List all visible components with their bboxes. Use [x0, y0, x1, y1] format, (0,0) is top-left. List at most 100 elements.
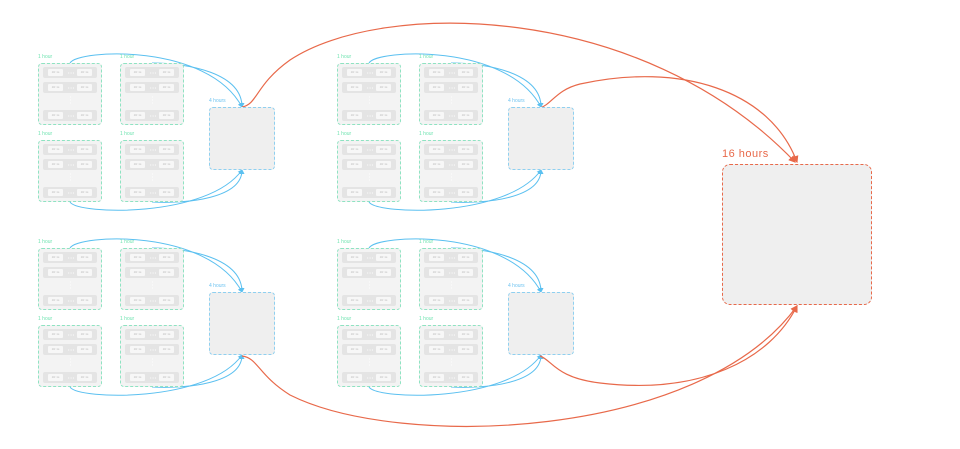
chip: 1R 1s	[48, 346, 63, 353]
ellipsis: •••	[150, 375, 158, 380]
unit-label: 1 hour	[419, 316, 434, 322]
unit-row: 1R 1s•••1R 1s	[43, 252, 97, 263]
chip: 1R 1s	[458, 269, 473, 276]
ellipsis: •••	[68, 70, 76, 75]
unit-row: 1R 1s•••1R 1s	[424, 372, 478, 383]
ellipsis: •••	[449, 375, 457, 380]
aggregate-box	[508, 107, 574, 170]
vertical-ellipsis: • • •	[69, 279, 72, 290]
chip: 1R 1s	[458, 331, 473, 338]
chip: 1R 1s	[347, 69, 362, 76]
ellipsis: •••	[68, 255, 76, 260]
ellipsis: •••	[367, 147, 375, 152]
vertical-ellipsis: • • •	[450, 171, 453, 182]
chip: 1R 1s	[77, 84, 92, 91]
unit-row: 1R 1s•••1R 1s	[342, 267, 396, 278]
chip: 1R 1s	[48, 112, 63, 119]
unit-row: 1R 1s•••1R 1s	[43, 82, 97, 93]
aggregate-box	[508, 292, 574, 355]
unit-row: 1R 1s•••1R 1s	[43, 67, 97, 78]
unit-row: 1R 1s•••1R 1s	[125, 110, 179, 121]
chip: 1R 1s	[376, 84, 391, 91]
unit-row: 1R 1s•••1R 1s	[125, 144, 179, 155]
ellipsis: •••	[449, 255, 457, 260]
unit-row: 1R 1s•••1R 1s	[342, 344, 396, 355]
ellipsis: •••	[367, 113, 375, 118]
unit-row: 1R 1s•••1R 1s	[424, 67, 478, 78]
chip: 1R 1s	[130, 69, 145, 76]
unit-label: 1 hour	[120, 316, 135, 322]
ellipsis: •••	[367, 255, 375, 260]
ellipsis: •••	[449, 147, 457, 152]
chip: 1R 1s	[130, 161, 145, 168]
chip: 1R 1s	[77, 161, 92, 168]
ellipsis: •••	[68, 332, 76, 337]
chip: 1R 1s	[376, 161, 391, 168]
chip: 1R 1s	[458, 84, 473, 91]
aggregate-box	[209, 292, 275, 355]
unit-label: 1 hour	[38, 316, 53, 322]
ellipsis: •••	[367, 70, 375, 75]
ellipsis: •••	[150, 70, 158, 75]
ellipsis: •••	[449, 298, 457, 303]
unit-row: 1R 1s•••1R 1s	[125, 67, 179, 78]
vertical-ellipsis: • • •	[151, 94, 154, 105]
ellipsis: •••	[367, 190, 375, 195]
aggregate-label: 4 hours	[508, 98, 525, 104]
chip: 1R 1s	[77, 346, 92, 353]
unit-row: 1R 1s•••1R 1s	[43, 159, 97, 170]
chip: 1R 1s	[130, 254, 145, 261]
ellipsis: •••	[449, 347, 457, 352]
chip: 1R 1s	[159, 331, 174, 338]
unit-row: 1R 1s•••1R 1s	[424, 329, 478, 340]
chip: 1R 1s	[458, 189, 473, 196]
chip: 1R 1s	[130, 374, 145, 381]
chip: 1R 1s	[130, 331, 145, 338]
unit-row: 1R 1s•••1R 1s	[342, 82, 396, 93]
chip: 1R 1s	[77, 69, 92, 76]
chip: 1R 1s	[159, 346, 174, 353]
chip: 1R 1s	[376, 374, 391, 381]
chip: 1R 1s	[159, 112, 174, 119]
unit-row: 1R 1s•••1R 1s	[125, 187, 179, 198]
chip: 1R 1s	[376, 346, 391, 353]
chip: 1R 1s	[48, 189, 63, 196]
vertical-ellipsis: • • •	[69, 171, 72, 182]
unit-row: 1R 1s•••1R 1s	[424, 295, 478, 306]
chip: 1R 1s	[458, 146, 473, 153]
vertical-ellipsis: • • •	[151, 279, 154, 290]
chip: 1R 1s	[347, 254, 362, 261]
ellipsis: •••	[367, 162, 375, 167]
chip: 1R 1s	[159, 189, 174, 196]
chip: 1R 1s	[429, 374, 444, 381]
ellipsis: •••	[68, 298, 76, 303]
chip: 1R 1s	[429, 69, 444, 76]
ellipsis: •••	[68, 190, 76, 195]
chip: 1R 1s	[458, 161, 473, 168]
chip: 1R 1s	[77, 254, 92, 261]
unit-row: 1R 1s•••1R 1s	[342, 372, 396, 383]
unit-row: 1R 1s•••1R 1s	[43, 187, 97, 198]
unit-row: 1R 1s•••1R 1s	[424, 267, 478, 278]
ellipsis: •••	[150, 270, 158, 275]
unit-label: 1 hour	[120, 131, 135, 137]
unit-label: 1 hour	[419, 131, 434, 137]
chip: 1R 1s	[347, 146, 362, 153]
chip: 1R 1s	[48, 146, 63, 153]
unit-row: 1R 1s•••1R 1s	[43, 267, 97, 278]
chip: 1R 1s	[48, 84, 63, 91]
chip: 1R 1s	[429, 346, 444, 353]
unit-row: 1R 1s•••1R 1s	[125, 344, 179, 355]
chip: 1R 1s	[347, 84, 362, 91]
chip: 1R 1s	[376, 189, 391, 196]
chip: 1R 1s	[77, 189, 92, 196]
